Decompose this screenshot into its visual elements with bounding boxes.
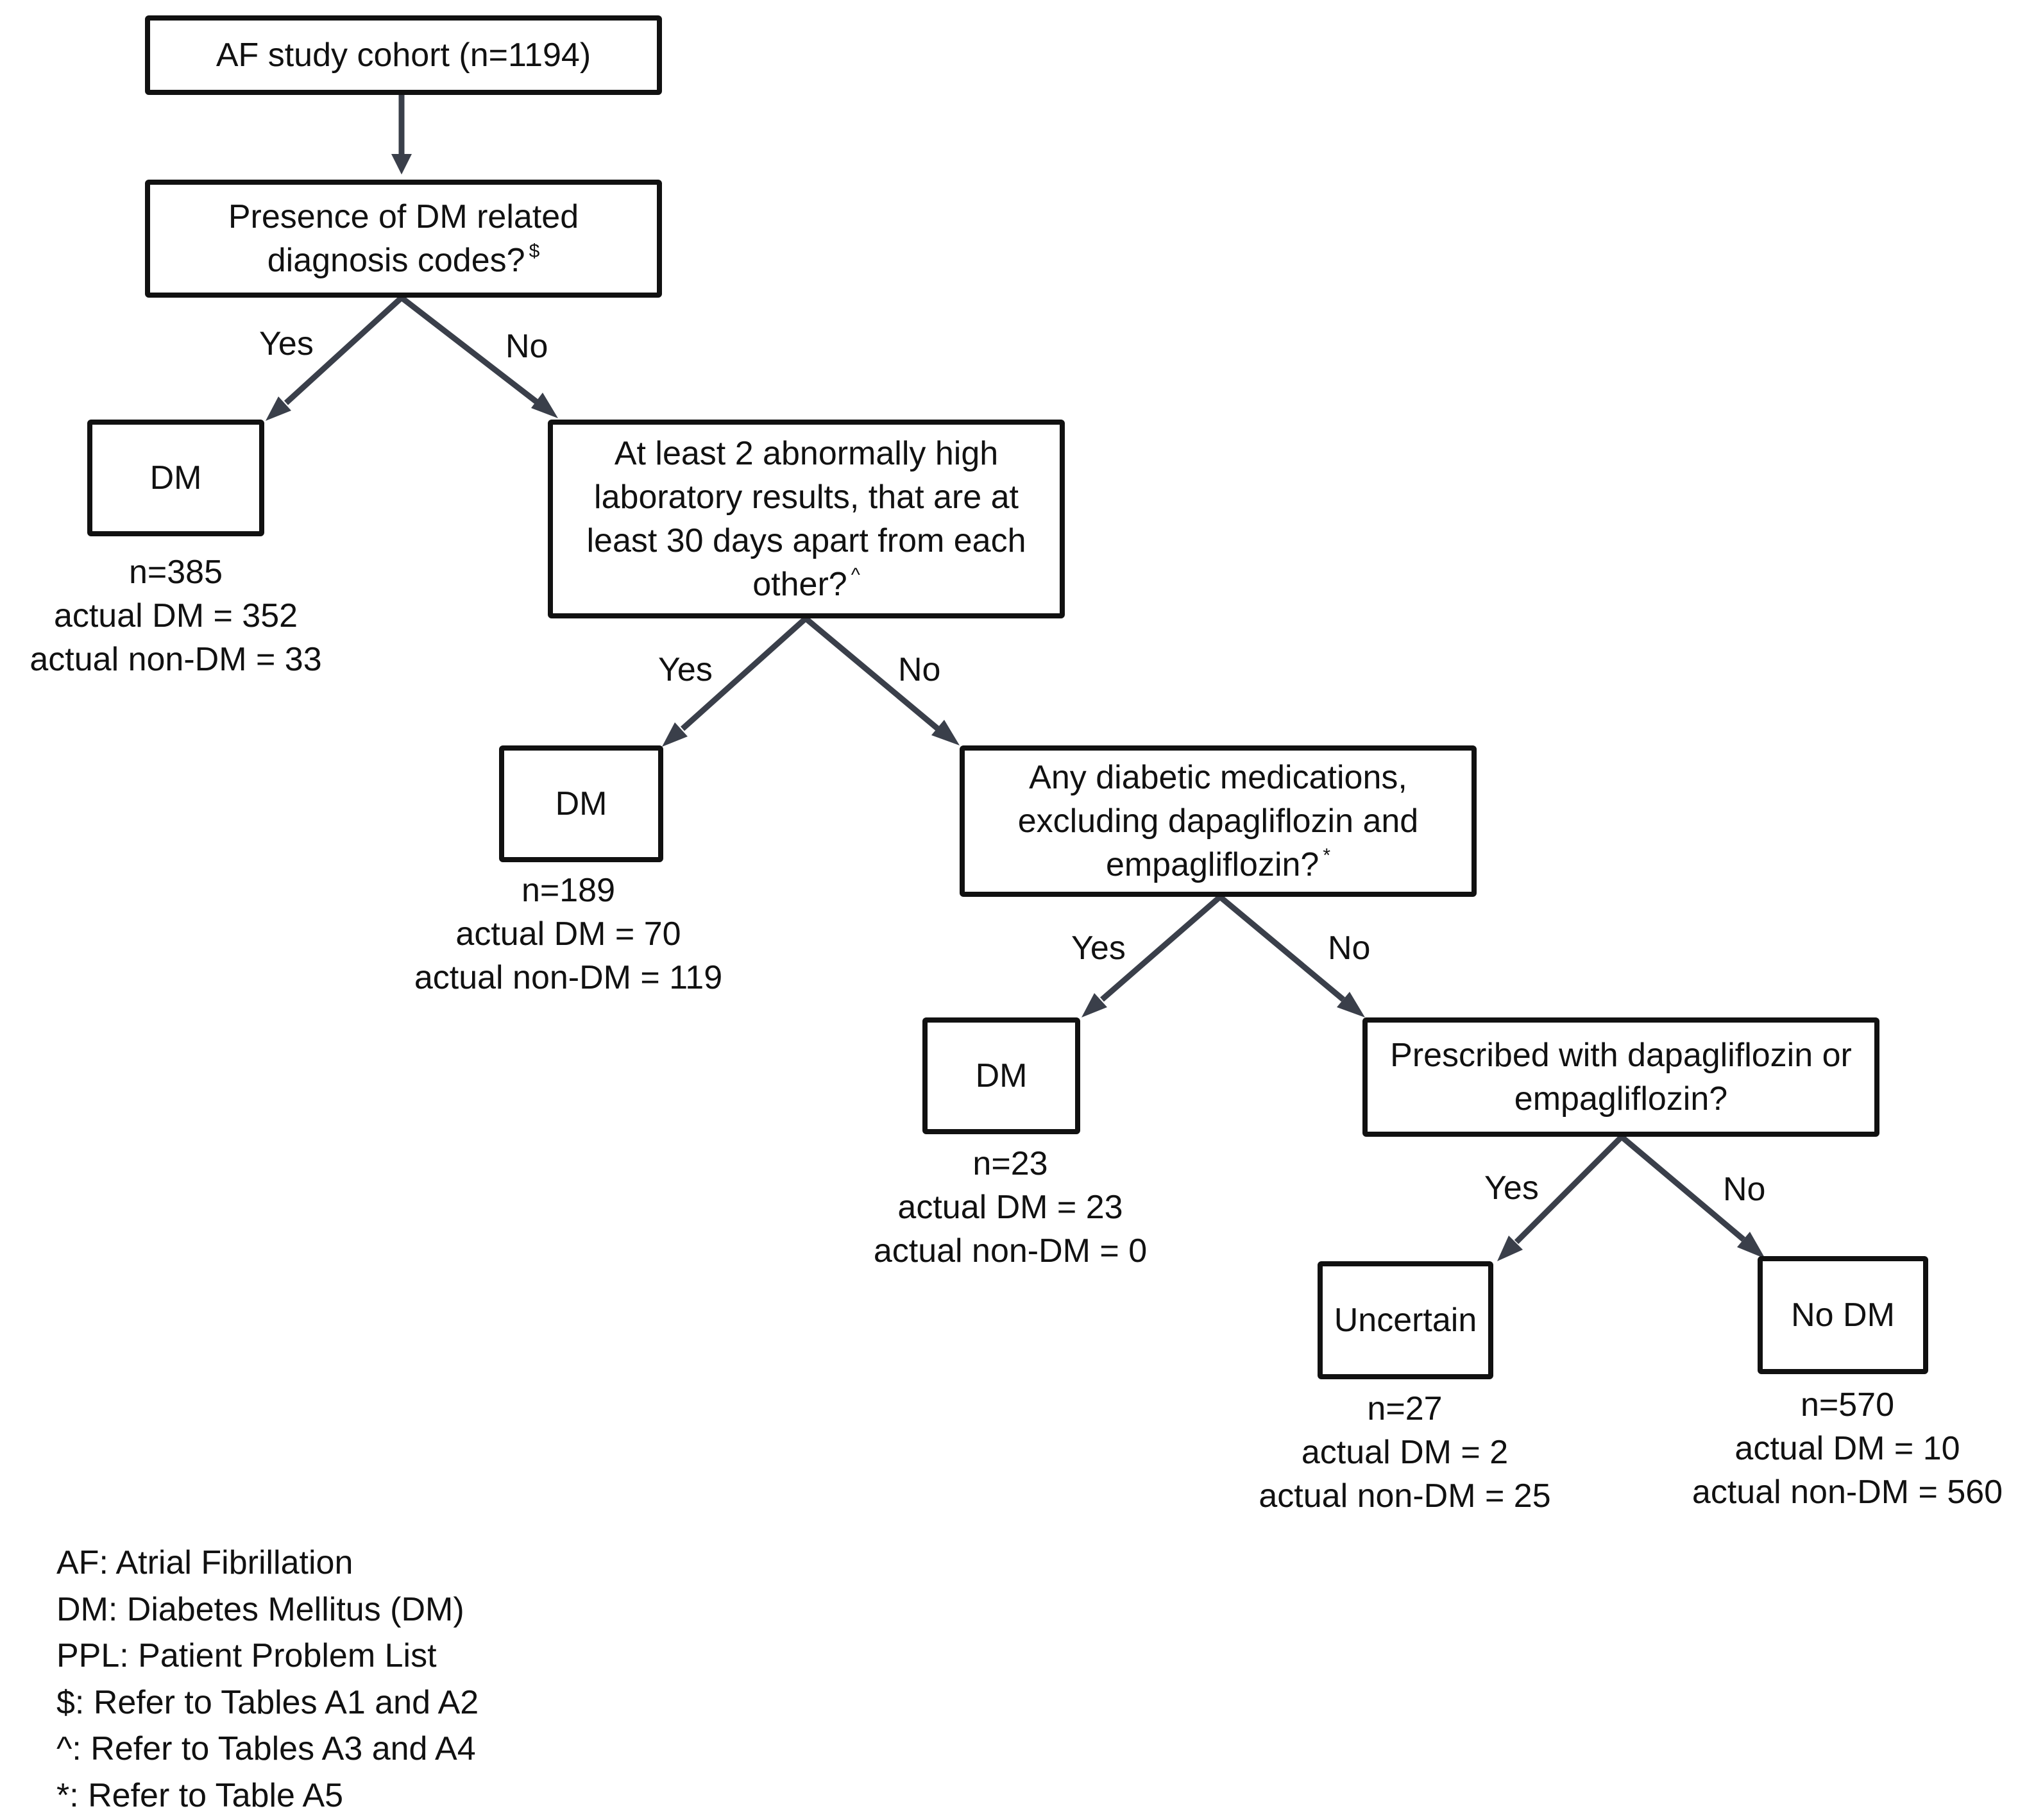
node-q1-label: Presence of DM related diagnosis codes? <box>228 198 579 279</box>
counts-dm2-n: n=189 <box>521 872 616 909</box>
counts-nodm-actual-non-dm: actual non-DM = 560 <box>1692 1474 2003 1511</box>
node-cohort: AF study cohort (n=1194) <box>145 15 662 95</box>
arrow-q4-yes <box>1497 1134 1624 1261</box>
arrow-q4-no <box>1620 1134 1765 1259</box>
counts-dm1-actual-dm: actual DM = 352 <box>53 597 298 634</box>
edge-label-q4-no: No <box>1723 1171 1766 1208</box>
edge-label-q2-no: No <box>898 651 941 688</box>
arrow-cohort-to-q1 <box>391 95 412 174</box>
node-uncertain-label: Uncertain <box>1334 1302 1477 1339</box>
node-q3-diabetic-medications: Any diabetic medications, excluding dapa… <box>960 745 1477 897</box>
edge-label-q1-yes: Yes <box>259 325 314 362</box>
node-uncertain: Uncertain <box>1318 1261 1493 1379</box>
counts-uncertain-n: n=27 <box>1367 1390 1443 1427</box>
arrow-q1-yes <box>266 295 404 421</box>
edge-label-q2-yes: Yes <box>658 651 713 688</box>
node-q4-label: Prescribed with dapagliflozin or empagli… <box>1390 1037 1852 1118</box>
counts-dm3: n=23 actual DM = 23 actual non-DM = 0 <box>840 1142 1180 1273</box>
node-no-dm: No DM <box>1758 1256 1928 1374</box>
node-dm2-label: DM <box>555 785 607 822</box>
arrow-q3-yes <box>1081 894 1222 1017</box>
node-dm3: DM <box>922 1017 1080 1134</box>
node-dm3-label: DM <box>975 1057 1028 1094</box>
counts-no-dm: n=570 actual DM = 10 actual non-DM = 560 <box>1675 1383 2019 1514</box>
node-q3-label: Any diabetic medications, excluding dapa… <box>1017 759 1419 883</box>
counts-nodm-actual-dm: actual DM = 10 <box>1734 1430 1960 1467</box>
node-q2-label: At least 2 abnormally high laboratory re… <box>586 435 1026 603</box>
legend-item: PPL: Patient Problem List <box>56 1637 437 1674</box>
legend-item: $: Refer to Tables A1 and A2 <box>56 1683 479 1721</box>
counts-uncertain-actual-non-dm: actual non-DM = 25 <box>1259 1477 1551 1515</box>
legend-item: AF: Atrial Fibrillation <box>56 1544 353 1581</box>
node-q2-footnote-mark: ^ <box>851 565 860 586</box>
counts-uncertain-actual-dm: actual DM = 2 <box>1301 1434 1509 1471</box>
edge-label-q4-yes: Yes <box>1484 1169 1539 1207</box>
node-dm1: DM <box>87 420 264 536</box>
arrow-q1-no <box>400 295 558 418</box>
node-q3-footnote-mark: * <box>1323 845 1331 866</box>
counts-dm1-n: n=385 <box>128 554 223 591</box>
counts-dm3-actual-dm: actual DM = 23 <box>897 1189 1123 1226</box>
counts-dm1-actual-non-dm: actual non-DM = 33 <box>30 641 322 678</box>
counts-dm2-actual-non-dm: actual non-DM = 119 <box>414 959 723 996</box>
arrow-q2-no <box>804 616 960 745</box>
legend-item: *: Refer to Table A5 <box>56 1776 344 1814</box>
node-nodm-label: No DM <box>1791 1297 1895 1334</box>
legend-item: ^: Refer to Tables A3 and A4 <box>56 1730 476 1767</box>
counts-dm2: n=189 actual DM = 70 actual non-DM = 119 <box>389 869 748 999</box>
node-dm1-label: DM <box>149 459 202 497</box>
node-q1-diagnosis-codes: Presence of DM related diagnosis codes?$ <box>145 180 662 298</box>
counts-dm3-n: n=23 <box>972 1145 1048 1182</box>
node-q4-sglt2-prescribed: Prescribed with dapagliflozin or empagli… <box>1362 1017 1879 1137</box>
counts-dm2-actual-dm: actual DM = 70 <box>455 915 681 953</box>
legend-item: DM: Diabetes Mellitus (DM) <box>56 1590 464 1628</box>
counts-dm3-actual-non-dm: actual non-DM = 0 <box>873 1232 1148 1270</box>
counts-uncertain: n=27 actual DM = 2 actual non-DM = 25 <box>1232 1387 1578 1518</box>
node-dm2: DM <box>499 745 663 862</box>
arrow-q2-yes <box>662 616 808 747</box>
legend: AF: Atrial Fibrillation DM: Diabetes Mel… <box>56 1540 479 1819</box>
edge-label-q1-no: No <box>505 328 548 365</box>
counts-nodm-n: n=570 <box>1800 1386 1895 1424</box>
counts-dm1: n=385 actual DM = 352 actual non-DM = 33 <box>0 550 352 681</box>
arrow-q3-no <box>1218 894 1365 1017</box>
edge-label-q3-no: No <box>1328 930 1371 967</box>
node-q2-lab-results: At least 2 abnormally high laboratory re… <box>548 420 1065 618</box>
node-q1-footnote-mark: $ <box>529 241 540 262</box>
edge-label-q3-yes: Yes <box>1071 930 1126 967</box>
node-cohort-label: AF study cohort (n=1194) <box>216 37 591 74</box>
